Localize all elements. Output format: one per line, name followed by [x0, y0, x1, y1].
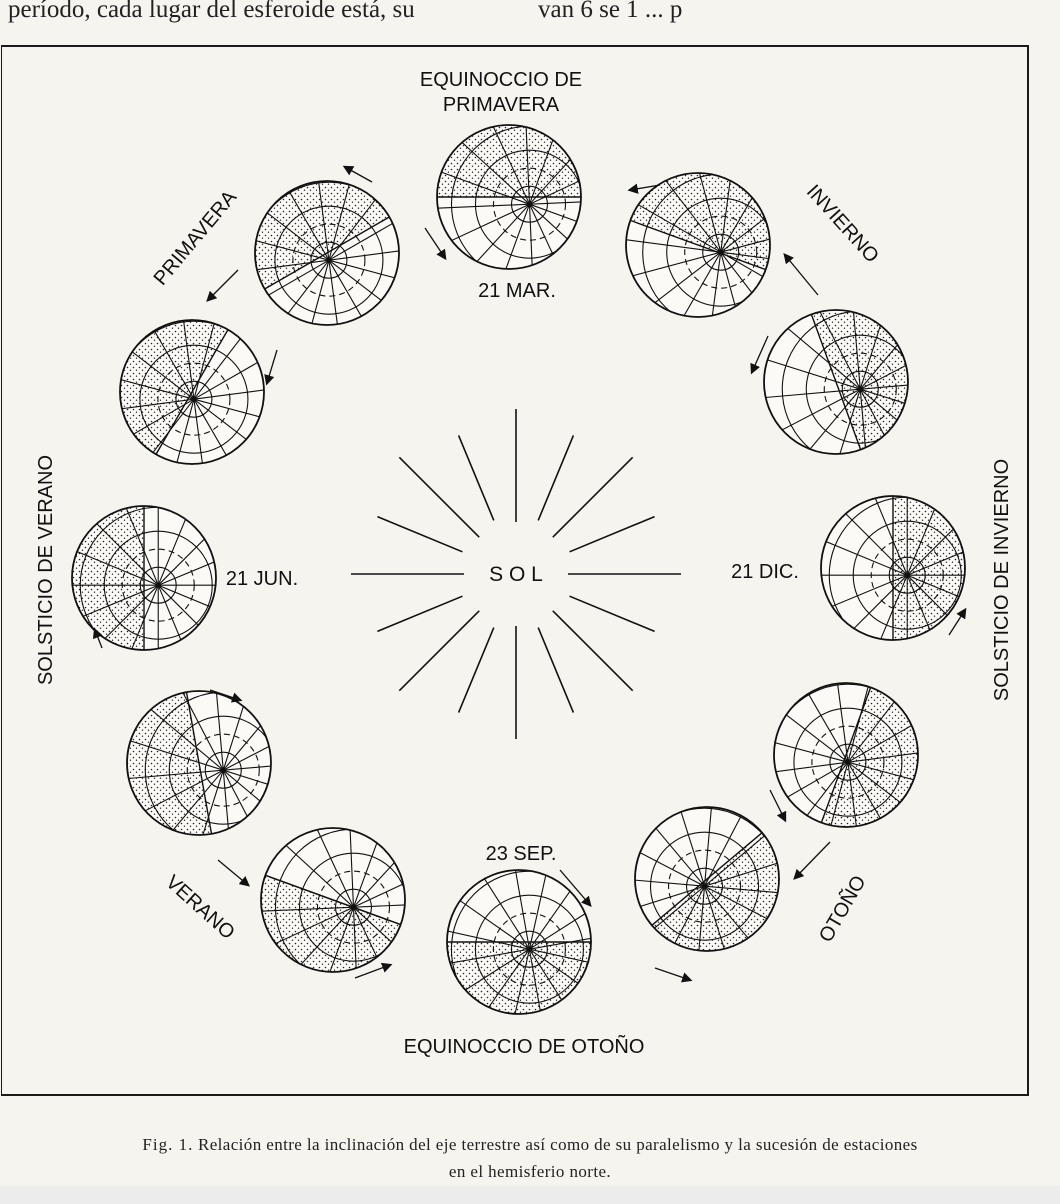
label-date-mar: 21 MAR.	[478, 280, 556, 302]
earth-globe	[446, 869, 592, 1015]
sun-ray	[457, 435, 495, 521]
orbit-arrow	[424, 227, 447, 261]
orbit-arrow	[654, 967, 693, 983]
sun-ray	[552, 456, 634, 538]
earth-globe	[260, 827, 406, 973]
figure-frame	[1, 45, 1029, 1096]
header-text: período, cada lugar del esferoide está, …	[8, 0, 1060, 26]
page-bottom-band	[0, 1186, 1060, 1204]
orbit-arrow	[769, 789, 787, 823]
orbit-arrow	[750, 335, 769, 375]
seasons-diagram: EQUINOCCIO DE PRIMAVERA 21 MAR. INVIERNO…	[35, 69, 1013, 1058]
sun-ray	[377, 595, 463, 633]
sun-ray	[457, 627, 495, 713]
header-text-right: van 6 se 1 ... p	[538, 0, 683, 23]
caption-line-2: en el hemisferio norte.	[448, 1162, 612, 1181]
label-date-jun: 21 JUN.	[226, 568, 298, 590]
label-otono: OTOÑO	[813, 871, 870, 946]
label-equinoccio-otono: EQUINOCCIO DE OTOÑO	[404, 1034, 645, 1058]
label-solsticio-verano: SOLSTICIO DE VERANO	[35, 455, 57, 685]
orbit-arrow	[217, 859, 250, 887]
label-equinoccio-primavera-2: PRIMAVERA	[443, 94, 560, 116]
orbit-arrows	[92, 165, 967, 983]
orbit-arrow	[206, 269, 239, 302]
caption-line-1: Relación entre la inclinación del eje te…	[197, 1135, 918, 1154]
orbit-arrow	[209, 689, 243, 703]
sun-ray	[569, 515, 655, 553]
orbit-arrow	[92, 627, 103, 649]
label-sol: S O L	[489, 563, 543, 586]
orbit-arrow	[354, 962, 393, 979]
earth-globe	[634, 806, 780, 952]
orbit-arrow	[783, 252, 819, 296]
earth-globe	[763, 309, 909, 455]
sun-ray	[377, 515, 463, 553]
sun-ray	[569, 595, 655, 633]
sun-ray	[537, 435, 575, 521]
sun-ray	[398, 456, 480, 538]
label-date-sep: 23 SEP.	[486, 843, 557, 865]
earth-globe	[820, 495, 966, 641]
label-verano: VERANO	[161, 871, 238, 944]
orbit-arrow	[627, 183, 661, 194]
earth-globe	[625, 172, 771, 318]
label-solsticio-invierno: SOLSTICIO DE INVIERNO	[991, 459, 1013, 701]
orbit-arrow	[559, 869, 592, 907]
sun-ray	[398, 610, 480, 692]
label-date-dic: 21 DIC.	[731, 561, 799, 583]
header-text-left: período, cada lugar del esferoide está, …	[8, 0, 415, 23]
orbit-arrow	[793, 841, 831, 880]
label-invierno: INVIERNO	[802, 181, 883, 268]
orbit-arrow	[264, 349, 278, 386]
label-primavera: PRIMAVERA	[150, 186, 242, 290]
orbit-arrow	[948, 607, 967, 636]
label-equinoccio-primavera-1: EQUINOCCIO DE	[420, 69, 582, 91]
sun-ray	[537, 627, 575, 713]
figure-caption: Fig. 1. Relación entre la inclinación de…	[0, 1131, 1060, 1185]
orbit-arrow	[342, 165, 373, 183]
caption-fig-label: Fig. 1.	[142, 1135, 194, 1154]
sun-rays	[351, 409, 681, 739]
sun-ray	[552, 610, 634, 692]
earth-globe	[254, 180, 400, 326]
